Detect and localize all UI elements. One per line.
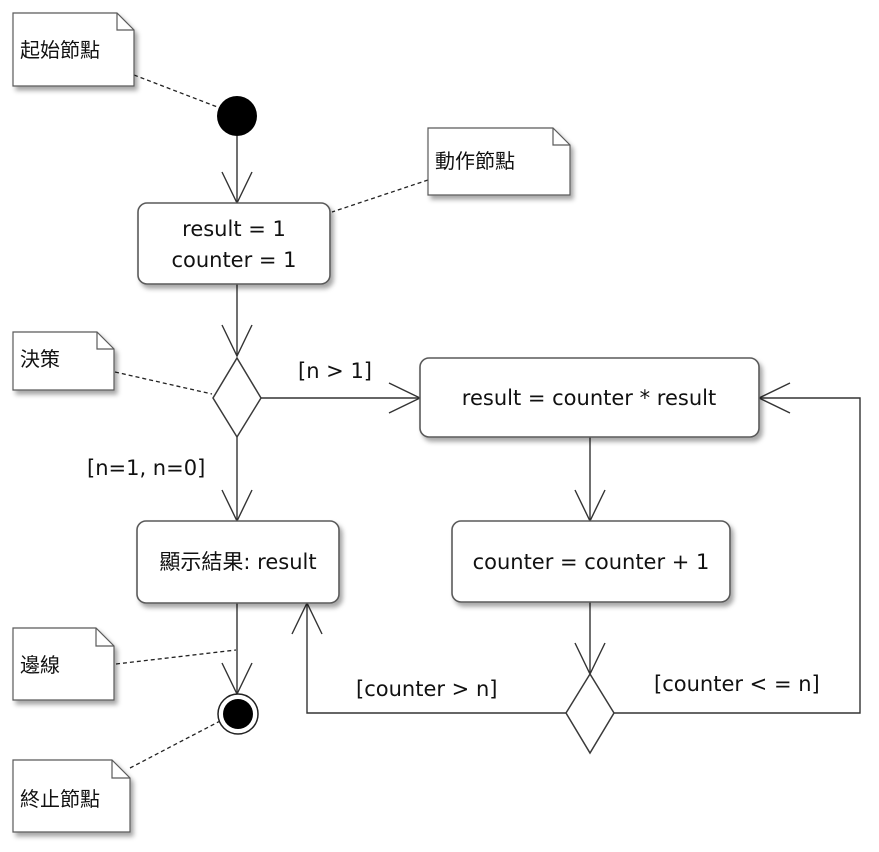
note-action-node: 動作節點	[427, 127, 571, 196]
guard-counter-gt-n: [counter > n]	[356, 677, 497, 701]
edge-loop-back	[614, 397, 861, 714]
guard-counter-le-n: [counter < = n]	[654, 672, 820, 696]
note-anchor-action	[331, 179, 429, 213]
note-anchor-decision	[114, 371, 213, 395]
action-multiply-label: result = counter * result	[462, 386, 716, 410]
action-init: result = 1 counter = 1	[137, 202, 331, 285]
guard-n-gt-1: [n > 1]	[298, 359, 372, 383]
note-initial-node: 起始節點	[12, 12, 135, 87]
note-decision: 決策	[12, 331, 115, 391]
action-display-label: 顯示結果: result	[159, 550, 316, 574]
action-init-line2: counter = 1	[171, 248, 296, 272]
note-edge-label: 邊線	[20, 653, 60, 677]
edge-exit-to-display	[306, 603, 566, 714]
guard-n-eq-1-or-0: [n=1, n=0]	[87, 456, 205, 480]
action-increment: counter = counter + 1	[451, 520, 731, 603]
note-anchor-edge	[115, 649, 237, 665]
action-multiply: result = counter * result	[419, 357, 760, 438]
decision-node-2	[565, 672, 615, 755]
note-initial-node-label: 起始節點	[20, 38, 100, 62]
note-anchor-final	[129, 719, 223, 769]
initial-node	[217, 96, 257, 136]
note-edge: 邊線	[12, 627, 115, 701]
final-node	[217, 693, 259, 735]
decision-node-1	[212, 356, 262, 439]
arrowhead-decision	[221, 324, 253, 358]
action-display: 顯示結果: result	[136, 520, 340, 604]
action-init-line1: result = 1	[182, 217, 286, 241]
note-final-node-label: 終止節點	[20, 787, 100, 811]
note-decision-label: 決策	[20, 347, 60, 371]
note-action-node-label: 動作節點	[435, 149, 515, 173]
note-final-node: 終止節點	[12, 759, 131, 833]
note-anchor-initial	[133, 74, 221, 109]
action-increment-label: counter = counter + 1	[473, 550, 710, 574]
